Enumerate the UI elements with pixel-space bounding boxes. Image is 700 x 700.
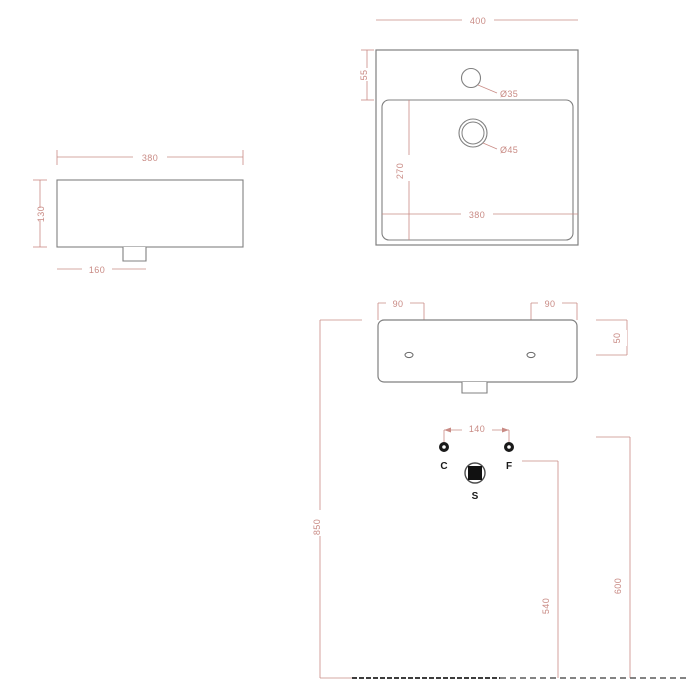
dim-plan-bowl-depth-label: 270 xyxy=(395,163,405,179)
cold-supply-label: C xyxy=(440,461,447,472)
dim-side-height: 130 xyxy=(33,179,47,248)
drain-outlet-label: S xyxy=(472,491,479,502)
front-view-group: 90 90 50 xyxy=(312,297,688,679)
dim-side-width: 380 xyxy=(56,150,244,165)
tap-hole-label: Ø35 xyxy=(500,89,518,99)
dim-plan-bowl-depth: 270 xyxy=(395,100,410,240)
dim-front-hole-height: 50 xyxy=(596,319,628,356)
dim-plan-bowl-width-label: 380 xyxy=(469,210,485,220)
dim-install-height: 850 xyxy=(312,319,362,679)
plan-view-group: 400 55 270 xyxy=(359,14,579,246)
dim-plan-overall-width-label: 400 xyxy=(470,16,486,26)
cold-supply-connection: C xyxy=(438,441,449,472)
dim-install-height-label: 850 xyxy=(312,519,322,535)
dim-front-right-inset-label: 90 xyxy=(545,299,556,309)
dim-supply-spacing-label: 140 xyxy=(469,424,485,434)
dim-supply-height: 600 xyxy=(596,436,631,678)
dim-front-hole-height-label: 50 xyxy=(612,333,622,344)
plan-view-bowl xyxy=(381,99,574,241)
dim-side-drain-offset-label: 160 xyxy=(89,265,105,275)
dim-plan-rear-deck: 55 xyxy=(359,49,374,101)
drain-hole: Ø45 xyxy=(458,118,518,155)
dim-supply-height-label: 600 xyxy=(613,578,623,594)
dim-drain-height-label: 540 xyxy=(541,598,551,614)
front-view-drain-stub xyxy=(461,382,488,394)
dim-drain-height: 540 xyxy=(522,460,559,678)
side-view-group: 380 130 160 xyxy=(33,150,244,275)
dim-plan-overall-width: 400 xyxy=(376,14,578,26)
dim-supply-spacing: 140 xyxy=(443,423,510,443)
dim-front-right-inset: 90 xyxy=(530,297,578,355)
dim-side-width-label: 380 xyxy=(142,153,158,163)
side-view-drain-stub xyxy=(122,247,147,262)
drain-outlet-connection: S xyxy=(464,462,486,502)
front-view-body xyxy=(377,319,578,383)
dim-side-drain-offset: 160 xyxy=(57,263,146,275)
hot-supply-label: F xyxy=(506,461,512,472)
hot-supply-connection: F xyxy=(503,441,514,472)
tap-hole: Ø35 xyxy=(460,67,518,99)
drain-hole-label: Ø45 xyxy=(500,145,518,155)
mounting-hole-right xyxy=(526,351,536,359)
dim-plan-bowl-width: 380 xyxy=(382,208,578,220)
mounting-hole-left xyxy=(404,351,414,359)
dim-front-left-inset-label: 90 xyxy=(393,299,404,309)
dim-plan-rear-deck-label: 55 xyxy=(359,70,369,81)
side-view-body xyxy=(56,179,244,248)
dim-side-height-label: 130 xyxy=(36,206,46,222)
